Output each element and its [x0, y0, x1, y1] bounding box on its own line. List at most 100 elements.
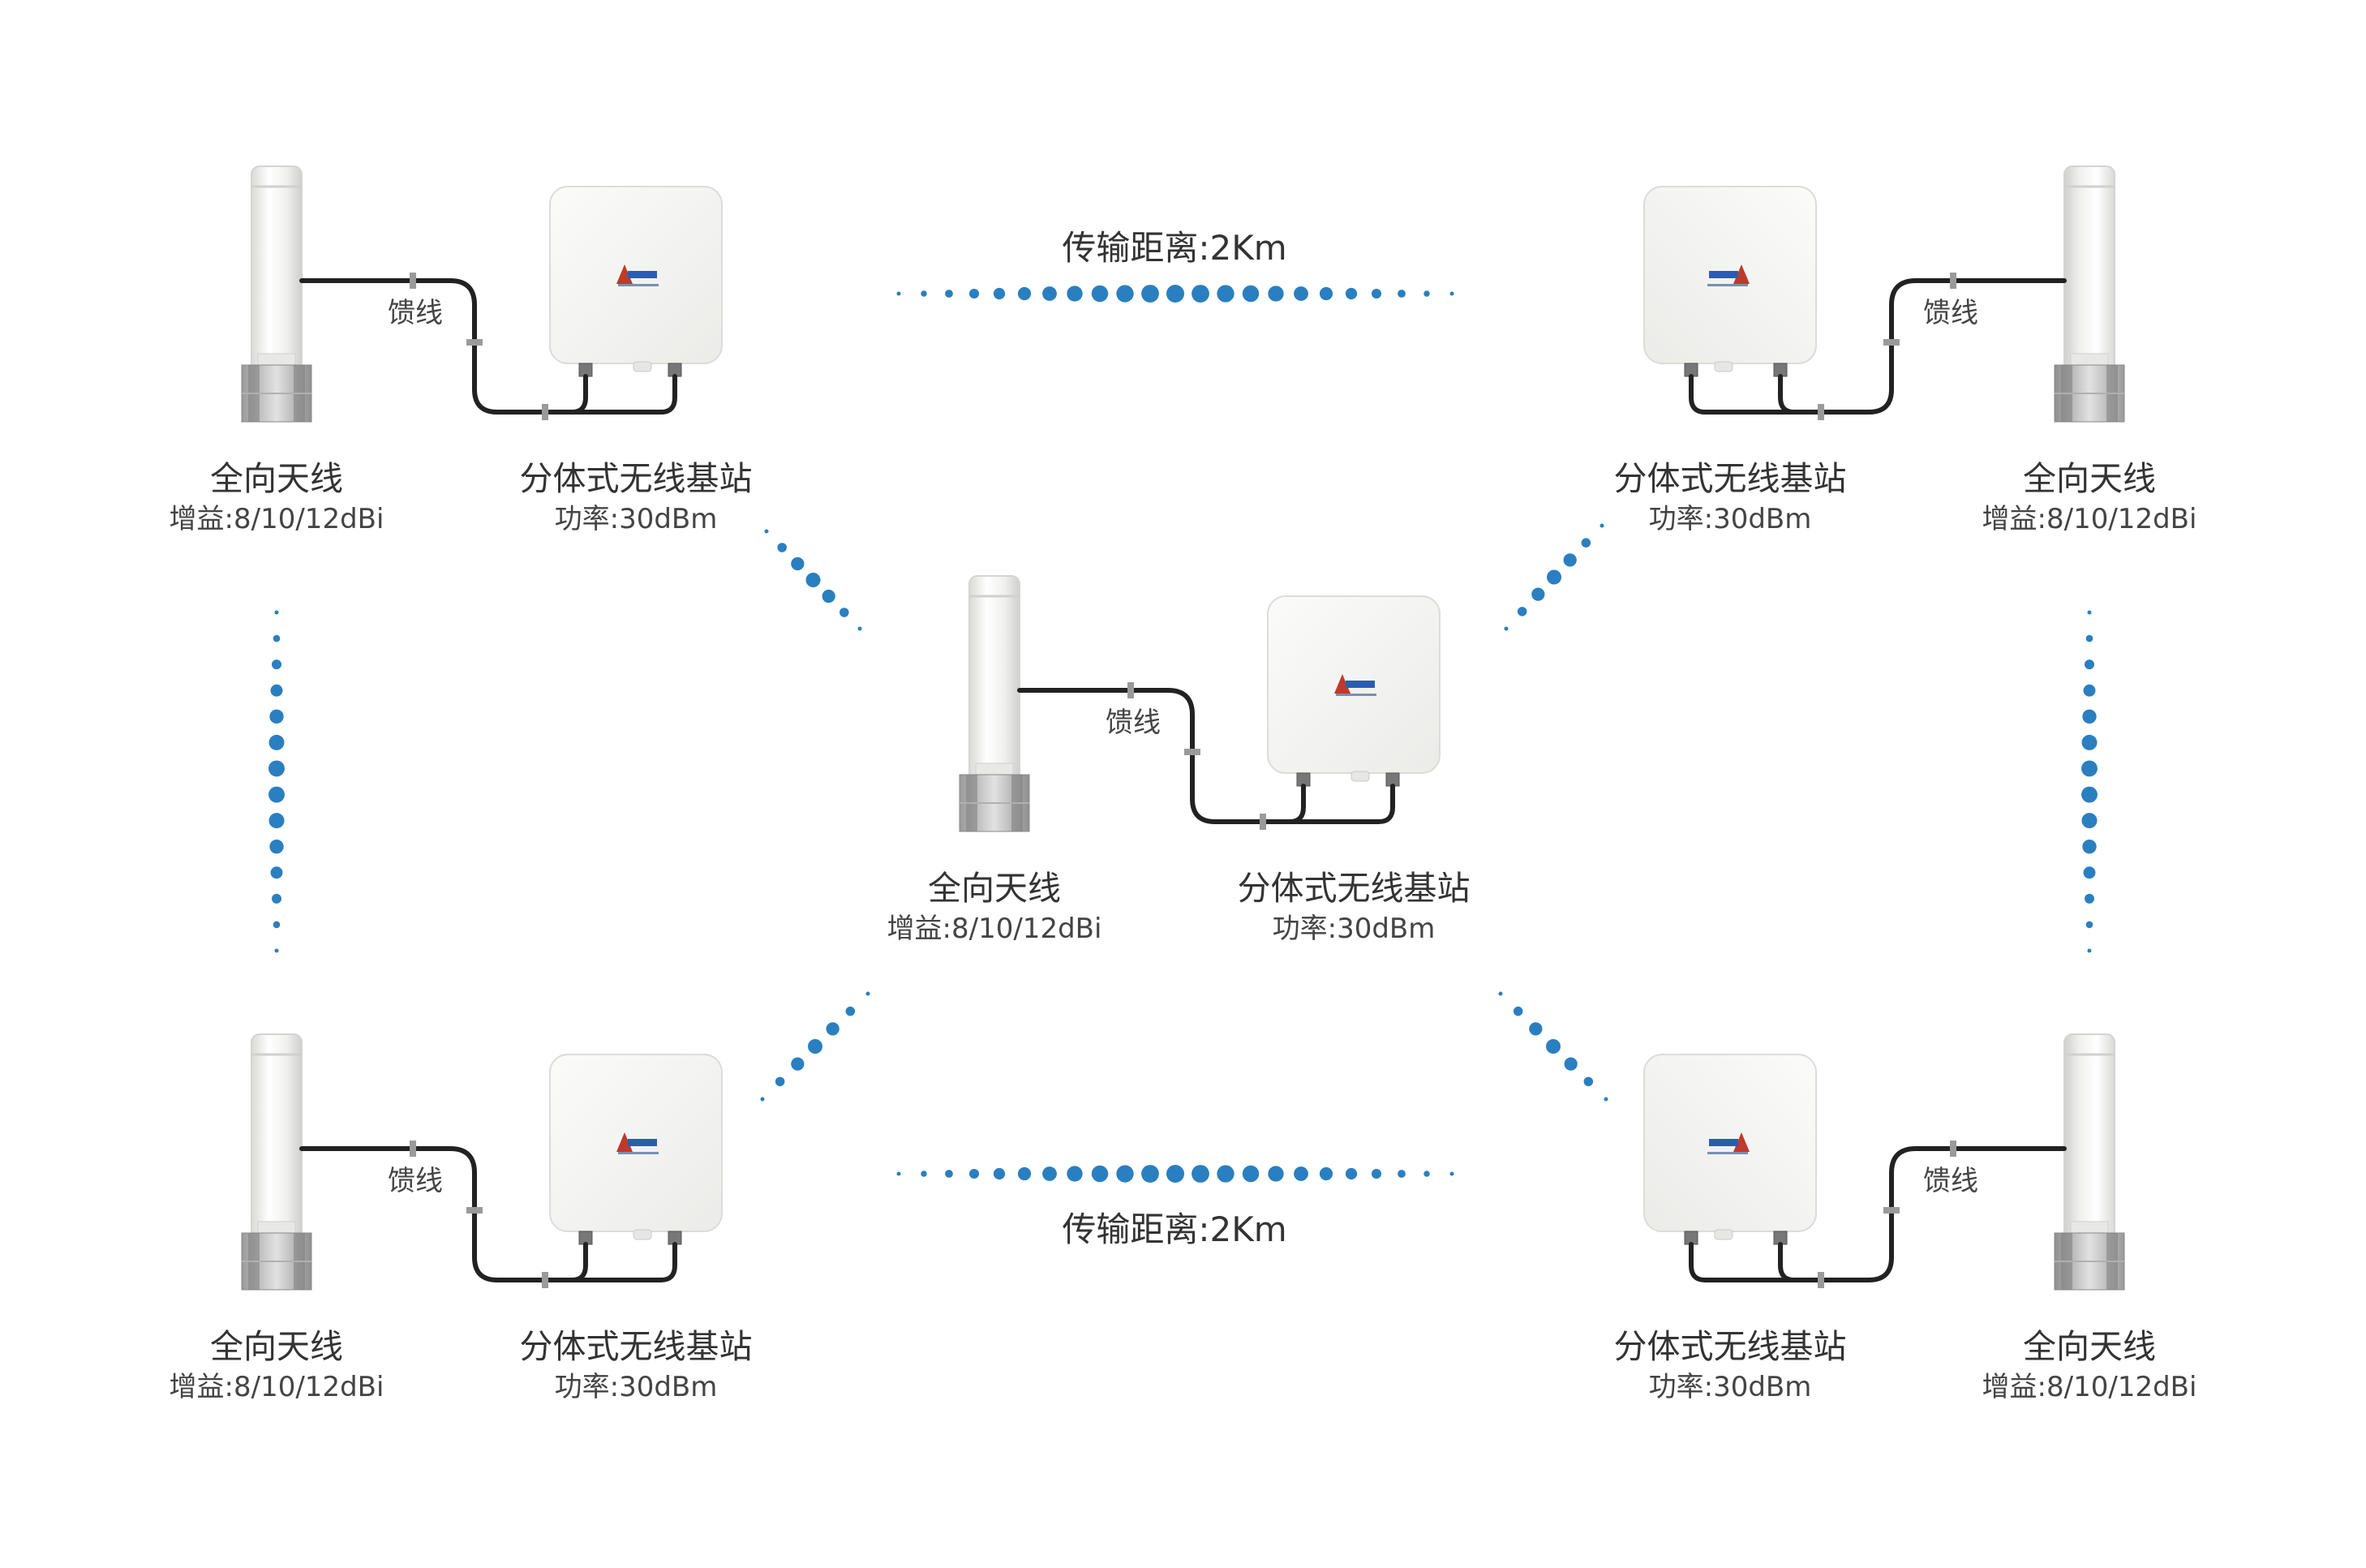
- feed-cable: [299, 1141, 677, 1288]
- link-dot: [1217, 1165, 1235, 1183]
- link-dot: [270, 866, 283, 879]
- unit-top-right: [1643, 165, 2125, 423]
- link-dot: [1600, 523, 1604, 528]
- link-dot: [1294, 1166, 1308, 1181]
- base-station: [1643, 186, 1817, 377]
- link-dot: [1604, 1097, 1608, 1102]
- link-dot: [1398, 1170, 1406, 1178]
- link-dot: [1067, 1166, 1083, 1182]
- unit-bottom-left: [241, 1033, 723, 1291]
- link-dot: [1531, 587, 1545, 601]
- link-dot: [845, 1006, 856, 1016]
- link-dot: [1192, 285, 1209, 303]
- link-dot: [1242, 1165, 1260, 1183]
- station-power: 功率:30dBm: [555, 503, 718, 535]
- link-dot: [2085, 893, 2094, 904]
- link-dot: [272, 893, 281, 904]
- omni-antenna: [251, 165, 303, 374]
- feed-line-label: 馈线: [1923, 297, 1978, 329]
- link-dot: [1449, 1171, 1454, 1176]
- link-dot: [2082, 709, 2097, 724]
- link-dot: [1091, 1165, 1109, 1183]
- antenna-name: 全向天线: [210, 1327, 343, 1366]
- brand-logo: [1707, 264, 1750, 286]
- link-dot: [268, 760, 285, 777]
- mount-bracket: [2054, 1232, 2125, 1291]
- unit-top-left: [241, 165, 723, 423]
- link-dot: [1067, 286, 1083, 302]
- feed-line-label: 馈线: [1106, 707, 1161, 739]
- antenna-gain: 增益:8/10/12dBi: [170, 1371, 384, 1403]
- link-dot: [270, 684, 283, 697]
- link-dot: [805, 573, 821, 587]
- link-dot: [2081, 734, 2098, 750]
- link-dot: [1581, 538, 1591, 548]
- feed-line-label: 馈线: [1923, 1165, 1978, 1197]
- link-diag-top-right: [1504, 523, 1604, 631]
- station-power: 功率:30dBm: [555, 1371, 718, 1403]
- link-dot: [268, 734, 285, 750]
- link-dot: [1116, 285, 1134, 303]
- cable-clip: [410, 273, 416, 289]
- link-dot: [1319, 1166, 1333, 1181]
- link-dot: [1192, 1165, 1209, 1183]
- link-dot: [857, 626, 862, 631]
- cable-clip: [542, 1272, 548, 1288]
- link-dot: [993, 287, 1006, 300]
- link-dot: [2081, 813, 2098, 829]
- link-dot: [1398, 290, 1406, 298]
- omni-antenna: [2063, 1033, 2115, 1242]
- link-dot: [268, 786, 285, 803]
- link-dot: [945, 1170, 953, 1178]
- link-dot: [1017, 1166, 1032, 1181]
- link-dot: [839, 608, 849, 617]
- cable-clip: [410, 1141, 416, 1157]
- feed-line-label: 馈线: [388, 297, 443, 329]
- link-diag-top-left: [764, 529, 862, 631]
- link-dot: [1141, 285, 1159, 303]
- link-dot: [1513, 1006, 1523, 1016]
- omni-antenna: [968, 575, 1020, 784]
- link-dot: [945, 290, 953, 298]
- link-dot: [760, 1097, 765, 1102]
- link-dot: [2083, 866, 2096, 879]
- link-dot: [2087, 610, 2092, 615]
- link-dot: [896, 1171, 901, 1176]
- station-name: 分体式无线基站: [520, 459, 753, 498]
- link-dot: [1294, 286, 1308, 301]
- link-dot: [791, 1057, 805, 1071]
- cable-clip: [1950, 1141, 1956, 1157]
- antenna-gain: 增益:8/10/12dBi: [1982, 503, 2197, 535]
- cable-clip: [542, 404, 548, 420]
- link-dot: [273, 634, 281, 642]
- station-name: 分体式无线基站: [1614, 459, 1847, 498]
- link-dot: [269, 840, 284, 854]
- link-dot: [1547, 569, 1561, 585]
- brand-logo: [616, 1132, 659, 1154]
- link-dot: [1563, 553, 1577, 567]
- link-dot: [777, 543, 787, 552]
- cable-clip: [1883, 1207, 1900, 1214]
- link-left: [268, 610, 285, 953]
- link-diag-bottom-left: [760, 991, 870, 1102]
- base-station: [549, 1054, 723, 1245]
- feed-cable: [1689, 1141, 2067, 1288]
- link-dot: [1449, 291, 1454, 296]
- link-dot: [896, 291, 901, 296]
- antenna-name: 全向天线: [2023, 459, 2156, 498]
- cable-clip: [1950, 273, 1956, 289]
- link-dot: [808, 1039, 822, 1054]
- feed-cable: [1017, 682, 1395, 830]
- link-dot: [1042, 286, 1057, 301]
- link-dot: [1423, 1171, 1430, 1177]
- link-dot: [273, 921, 281, 929]
- mount-bracket: [241, 364, 312, 423]
- link-dot: [1242, 285, 1260, 303]
- link-dot: [1371, 288, 1382, 299]
- cable-clip: [1883, 339, 1900, 346]
- link-dot: [2085, 634, 2093, 642]
- link-dot: [921, 290, 927, 297]
